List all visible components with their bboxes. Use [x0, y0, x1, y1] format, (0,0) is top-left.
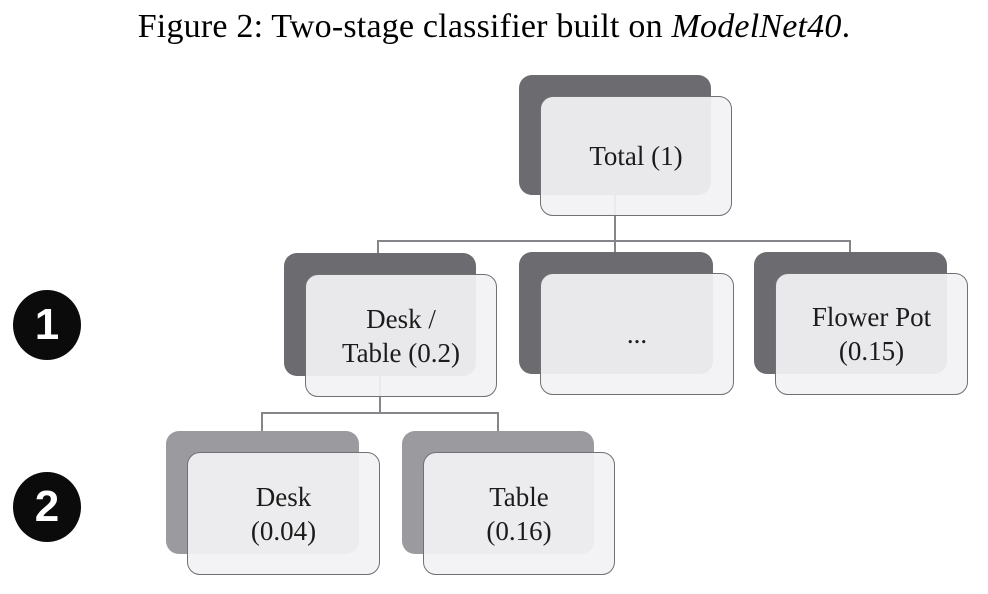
connector-stage2-drop-right	[497, 412, 499, 434]
stage-1-badge-number: 1	[34, 300, 60, 349]
stage-2-badge-number: 2	[34, 482, 60, 531]
connector-root-stem	[614, 194, 616, 241]
root-node-label: Total (1)	[589, 141, 683, 171]
desk-table-node: Desk / Table (0.2)	[305, 274, 497, 397]
ellipsis-node: ...	[540, 273, 734, 395]
flower-pot-node-line2: (0.15)	[838, 336, 905, 366]
caption-text: Figure 2: Two-stage classifier built on	[137, 8, 672, 45]
connector-stage1-drop-left	[377, 240, 379, 256]
flower-pot-node-line1: Flower Pot	[811, 302, 932, 332]
ellipsis-node-label: ...	[626, 319, 648, 349]
flower-pot-node: Flower Pot (0.15)	[775, 273, 968, 395]
desk-table-node-line1: Desk /	[366, 303, 436, 334]
table-node: Table (0.16)	[423, 452, 615, 575]
caption-period: .	[841, 8, 851, 45]
desk-node-line2: (0.04)	[250, 515, 317, 546]
connector-stage1-drop-mid	[614, 240, 616, 256]
table-node-line1: Table	[489, 481, 549, 512]
figure-caption: Figure 2: Two-stage classifier built on …	[0, 8, 988, 46]
caption-dataset-name: ModelNet40	[671, 8, 842, 45]
stage-1-badge: 1	[13, 290, 81, 360]
table-node-line2: (0.16)	[486, 515, 552, 546]
desk-table-node-line2: Table (0.2)	[341, 337, 461, 368]
desk-node-line1: Desk	[255, 481, 312, 512]
connector-stage2-drop-left	[261, 412, 263, 434]
connector-stage1-drop-right	[849, 240, 851, 256]
connector-stage2-rail	[261, 412, 499, 414]
stage-2-badge: 2	[13, 472, 81, 542]
desk-node: Desk (0.04)	[187, 452, 380, 575]
root-node: Total (1)	[540, 96, 732, 216]
